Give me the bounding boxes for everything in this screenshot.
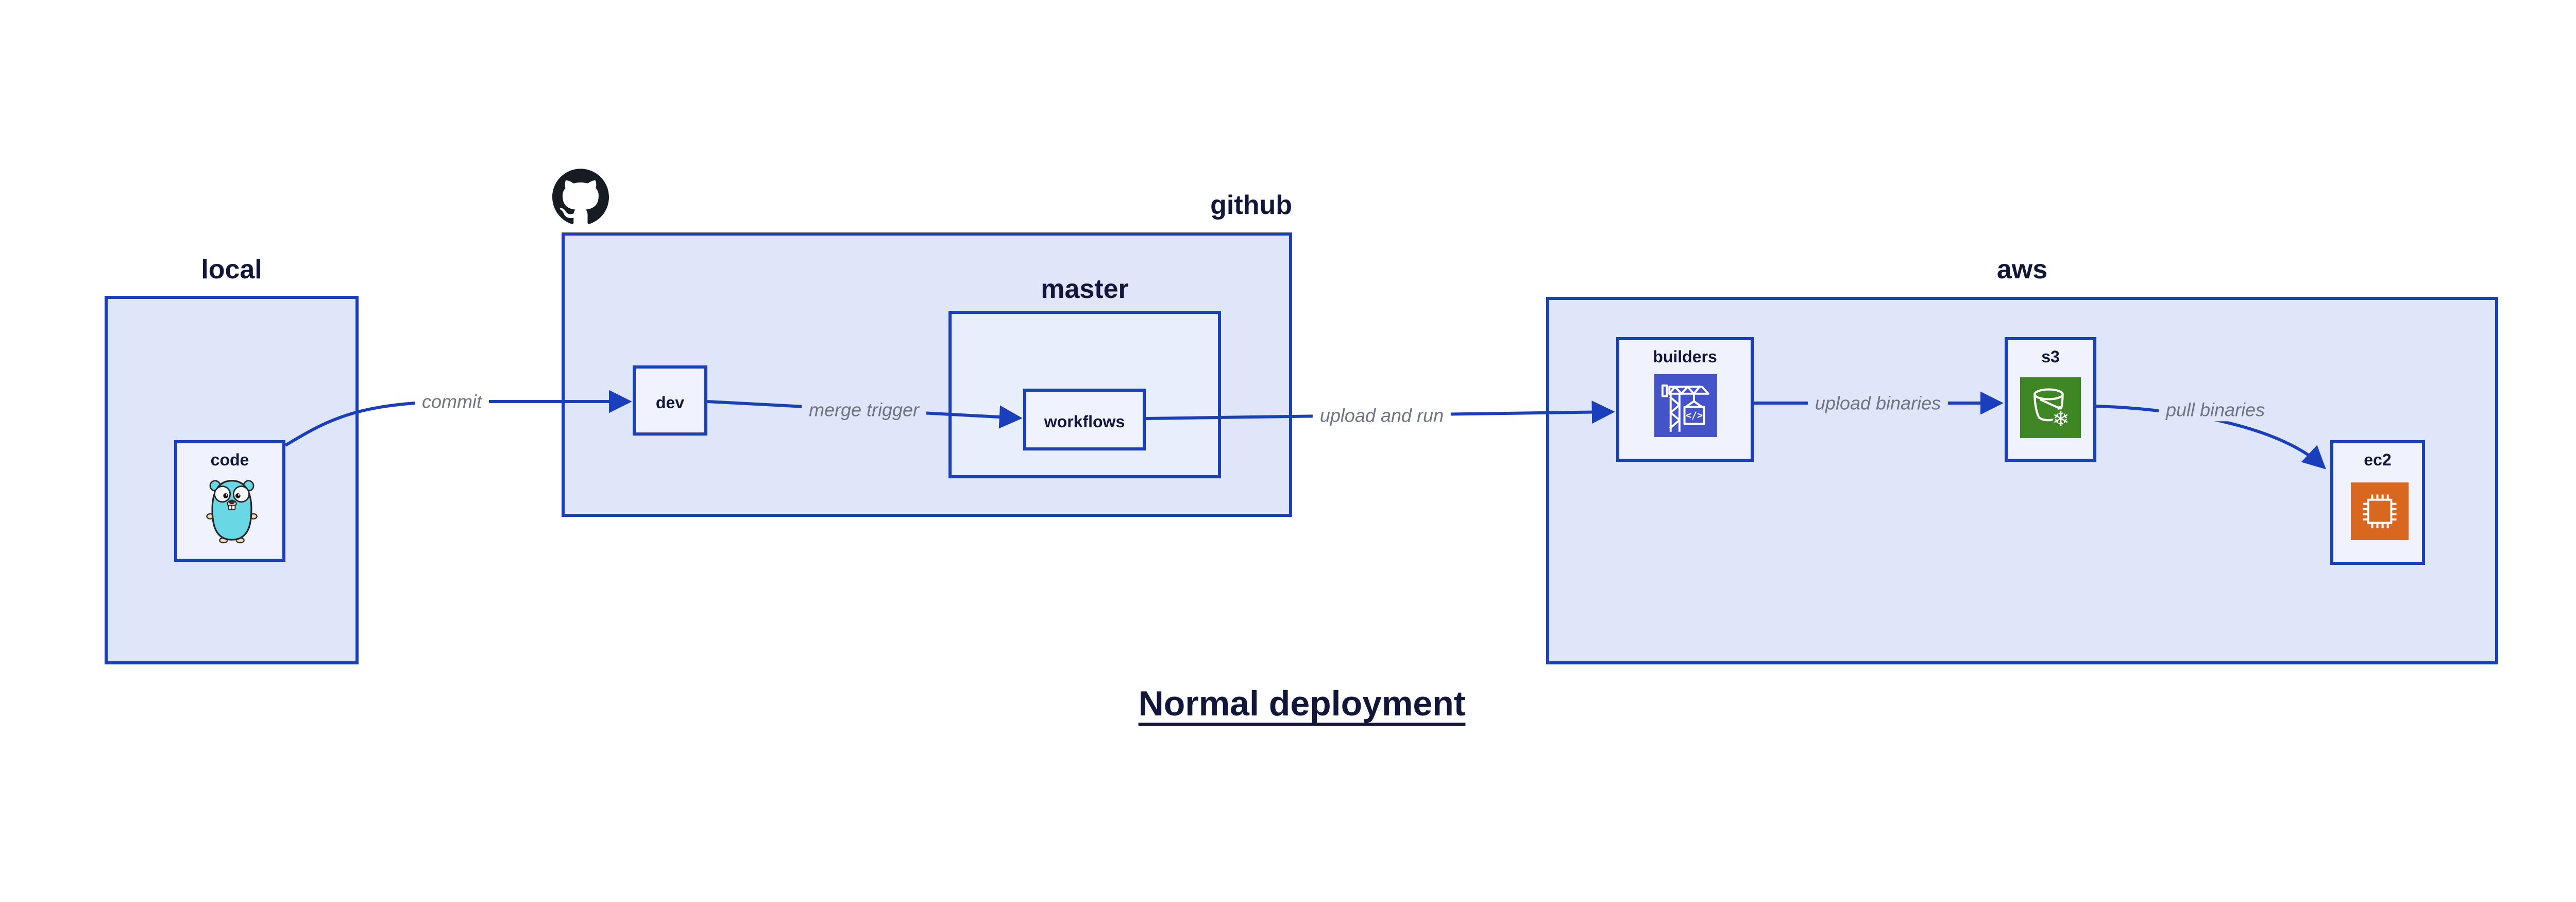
- edge-label-upload-binaries: upload binaries: [1807, 391, 1948, 415]
- aws-s3-bucket-icon: ❄: [2020, 377, 2081, 438]
- go-gopher-icon: [206, 480, 258, 544]
- github-container-label: github: [1210, 190, 1292, 220]
- node-s3: s3 ❄: [2005, 337, 2096, 462]
- aws-ec2-chip-icon: [2351, 482, 2409, 540]
- edge-label-upload-and-run: upload and run: [1312, 404, 1451, 427]
- node-builders: builders </>: [1616, 337, 1754, 462]
- node-dev-label: dev: [655, 393, 685, 412]
- edge-label-commit: commit: [415, 390, 489, 413]
- node-ec2-label: ec2: [2364, 450, 2392, 469]
- diagram-title: Normal deployment: [1138, 684, 1466, 723]
- svg-text:❄: ❄: [2052, 407, 2070, 431]
- node-dev: dev: [633, 365, 707, 436]
- node-s3-label: s3: [2041, 347, 2060, 366]
- aws-codebuild-icon: </>: [1654, 374, 1717, 437]
- edge-label-pull-binaries: pull binaries: [2158, 398, 2273, 422]
- node-builders-label: builders: [1653, 347, 1717, 366]
- github-octocat-icon: [552, 169, 609, 224]
- edge-label-merge-trigger: merge trigger: [801, 398, 927, 422]
- node-workflows: workflows: [1023, 389, 1146, 450]
- node-code: code: [174, 440, 285, 562]
- svg-text:</>: </>: [1686, 410, 1703, 421]
- node-workflows-label: workflows: [1044, 412, 1125, 431]
- node-code-label: code: [210, 450, 249, 469]
- local-container-label: local: [201, 255, 262, 285]
- node-ec2: ec2: [2330, 440, 2425, 565]
- aws-container-label: aws: [1996, 255, 2048, 285]
- master-container-label: master: [1041, 274, 1129, 304]
